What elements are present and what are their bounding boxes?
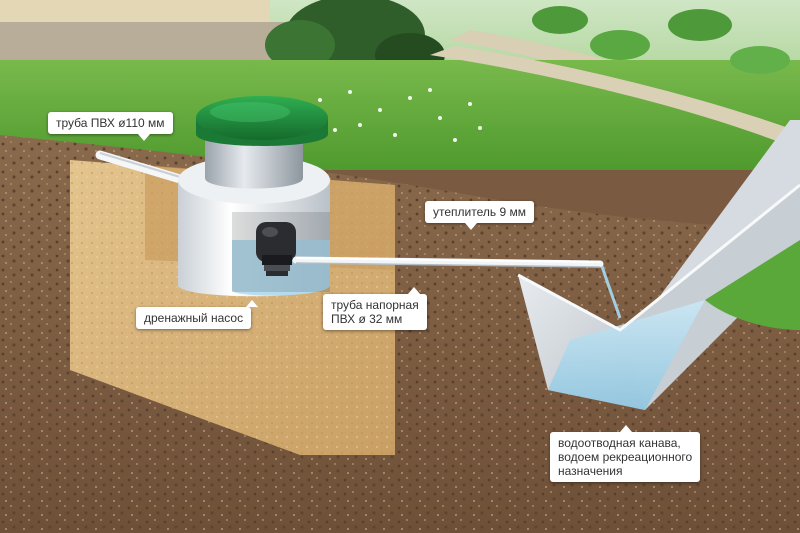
pressure-pipe: [292, 256, 604, 268]
ditch-rim: [517, 183, 800, 332]
label-drainage-ditch: водоотводная канава, водоем рекреационно…: [550, 425, 701, 482]
label-pipe-110: труба ПВХ ø110 мм: [48, 112, 173, 141]
drainage-well: [178, 96, 330, 297]
label-pressure-pipe: труба напорная ПВХ ø 32 мм: [323, 287, 427, 330]
pipe-110: [95, 150, 195, 187]
garden-path-front: [430, 46, 800, 150]
water-stream: [600, 265, 622, 319]
label-drainage-pump: дренажный насос: [136, 300, 259, 329]
label-insulation: утеплитель 9 мм: [425, 201, 534, 230]
lawn-right: [705, 240, 800, 330]
flowers: [318, 88, 482, 142]
pump-icon: [256, 222, 296, 276]
ditch-water: [548, 300, 705, 410]
house-wall: [0, 0, 270, 22]
tree-leaves: [532, 6, 790, 74]
garden-path: [450, 30, 800, 140]
